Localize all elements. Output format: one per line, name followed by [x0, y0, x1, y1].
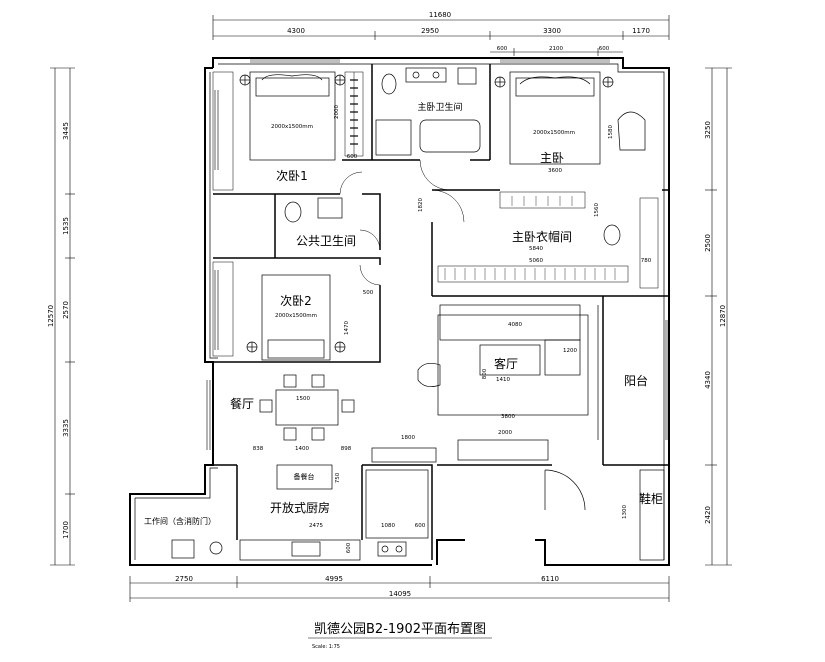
dim-838: 838 [253, 446, 264, 452]
dim-600c: 600 [346, 542, 352, 553]
entry [371, 439, 665, 561]
dining-table [259, 374, 355, 441]
room-master: 主卧 [540, 151, 564, 165]
room-balcony: 阳台 [624, 373, 648, 388]
dim-right-2: 2500 [704, 234, 712, 252]
dim-2000: 2000 [334, 105, 340, 119]
windows [206, 59, 669, 450]
dim-1500: 1500 [296, 396, 310, 402]
room-dining: 餐厅 [230, 396, 254, 411]
dim-5840: 5840 [529, 246, 543, 252]
bed-bedroom2 [246, 274, 346, 361]
dim-3800: 3800 [501, 414, 515, 420]
dim-left-2: 1535 [62, 217, 70, 235]
dim-4080: 4080 [508, 322, 522, 328]
dim-898: 898 [341, 446, 352, 452]
dim-top-sub-3: 600 [599, 46, 610, 52]
dim-500: 500 [363, 290, 374, 296]
wardrobe-closet [212, 71, 659, 357]
right-dimensions [705, 67, 732, 566]
dim-right-1: 3250 [704, 121, 712, 139]
dim-1200: 1200 [563, 348, 577, 354]
dim-left-4: 3335 [62, 419, 70, 437]
room-living: 客厅 [494, 356, 518, 371]
bottom-dimensions [129, 576, 670, 602]
dim-2475: 2475 [309, 523, 323, 529]
dim-left-1: 3445 [62, 122, 70, 140]
left-dimensions [50, 67, 75, 566]
dim-bottom-total: 14095 [389, 590, 411, 598]
room-closet: 主卧衣帽间 [512, 229, 572, 244]
dim-left-5: 1700 [62, 521, 70, 539]
dim-bottom-3: 6110 [541, 575, 559, 583]
bed-master [494, 71, 646, 165]
outer-walls [129, 57, 670, 566]
dim-left-3: 2570 [62, 301, 70, 319]
bed3-size: 2000x1500mm [533, 130, 575, 136]
dim-1410: 1410 [496, 377, 510, 383]
bed-bedroom1 [239, 71, 346, 161]
dim-top-4: 1170 [632, 27, 650, 35]
dim-600b: 600 [415, 523, 426, 529]
dim-1300: 1300 [622, 505, 628, 519]
dim-600a: 600 [347, 154, 358, 160]
room-sideboard: 备餐台 [294, 472, 315, 481]
dim-1400: 1400 [295, 446, 309, 452]
dim-5060: 5060 [529, 258, 543, 264]
living-furniture [417, 304, 599, 440]
dim-1800: 1800 [401, 435, 415, 441]
dim-right-total: 12870 [719, 305, 727, 327]
wardrobe-bedroom1 [344, 71, 364, 157]
dim-bottom-1: 2750 [175, 575, 193, 583]
kitchen-fixtures [171, 464, 429, 561]
dim-1580: 1580 [608, 125, 614, 139]
dim-right-3: 4340 [704, 371, 712, 389]
dim-3600: 3600 [548, 168, 562, 174]
dim-right-4: 2420 [704, 506, 712, 524]
bed1-size: 2000x1500mm [271, 124, 313, 130]
room-kitchen: 开放式厨房 [270, 500, 330, 515]
room-shoe: 鞋柜 [639, 491, 663, 506]
top-dimensions [212, 15, 670, 56]
dim-left-total: 12570 [47, 305, 55, 327]
dim-top-sub-2: 2100 [549, 46, 563, 52]
dim-top-total: 11680 [429, 11, 451, 19]
dim-top-3: 3300 [543, 27, 561, 35]
room-master-bath: 主卧卫生间 [417, 101, 462, 113]
doors [339, 159, 465, 286]
interior-walls [213, 64, 669, 560]
dim-top-sub-1: 600 [497, 46, 508, 52]
room-work: 工作间（含消防门） [144, 516, 216, 526]
dim-780: 780 [641, 258, 652, 264]
room-public-bath: 公共卫生间 [296, 234, 356, 248]
dim-1820: 1820 [418, 198, 424, 212]
dim-bottom-2: 4995 [325, 575, 343, 583]
bed2-size: 2000x1500mm [275, 313, 317, 319]
dim-1560: 1560 [594, 203, 600, 217]
dim-750: 750 [335, 472, 341, 483]
room-bedroom2: 次卧2 [280, 294, 312, 308]
room-bedroom1: 次卧1 [276, 169, 308, 183]
fixtures [284, 67, 621, 246]
dim-top-2: 2950 [421, 27, 439, 35]
dim-top-1: 4300 [287, 27, 305, 35]
page-title: 凯德公园B2-1902平面布置图 [314, 622, 486, 637]
dim-2000b: 2000 [498, 430, 512, 436]
dim-800: 800 [482, 368, 488, 379]
scale-label: Scale: 1:75 [312, 644, 340, 650]
dim-1470: 1470 [344, 321, 350, 335]
dim-1080: 1080 [381, 523, 395, 529]
